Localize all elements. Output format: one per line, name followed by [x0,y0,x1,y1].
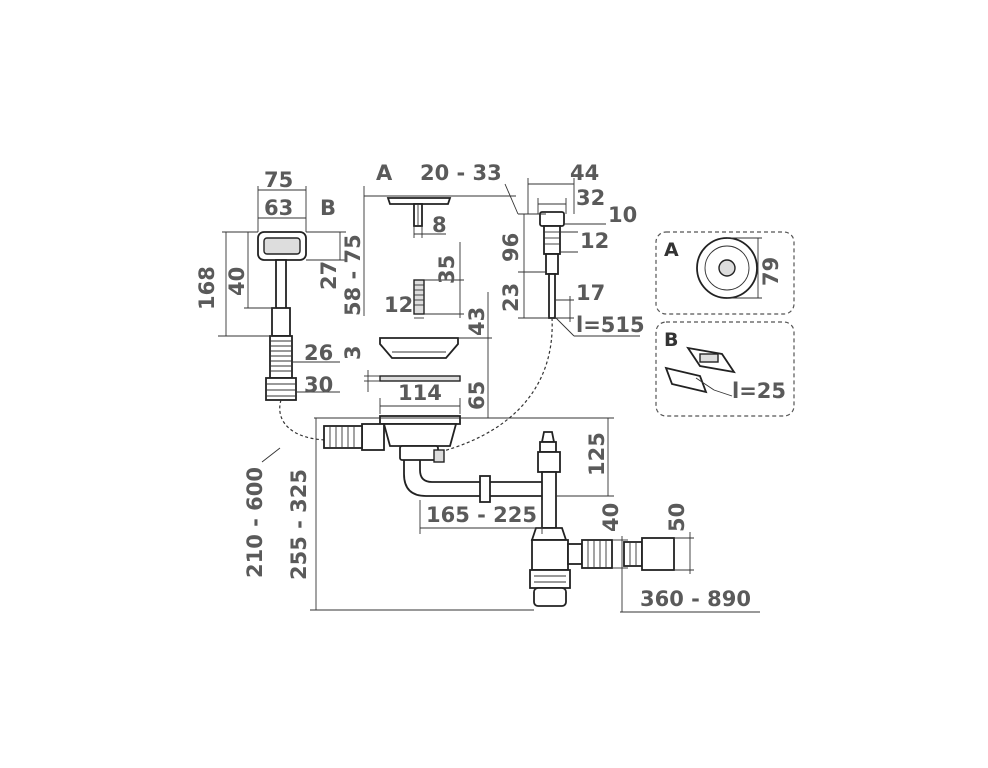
dim-20-33: 20 - 33 [420,161,502,185]
overflow-dimension-lines [218,186,346,393]
inset-b-box [655,321,795,417]
dim-32: 32 [576,186,605,210]
drain-body [379,415,461,463]
dim-17: 17 [576,281,605,305]
bottle-trap [529,539,571,607]
strainer-dimension-lines [363,186,516,418]
dim-12-right: 12 [580,229,609,253]
overflow-cover-assembly [257,231,307,401]
remote-control-knob [539,211,565,319]
dim-50: 50 [665,503,689,532]
dim-114: 114 [398,381,442,405]
trap-riser [530,431,568,541]
dim-63: 63 [264,196,293,220]
dim-35: 35 [435,255,459,284]
dim-26: 26 [304,341,333,365]
overflow-hose [279,399,331,441]
dim-65: 65 [465,381,489,410]
dim-210-600: 210 - 600 [243,467,267,578]
dim-40-right: 40 [599,503,623,532]
dim-40-left: 40 [225,267,249,296]
dim-125: 125 [585,432,609,476]
overflow-inlet [323,423,385,451]
inset-b-label: B [664,329,678,351]
dimension-labels: 75 63 B 168 40 27 58 - 75 A 20 - 33 8 35… [195,161,786,611]
remote-control-dimension-lines [504,178,640,337]
inset-a-label: A [664,239,679,261]
dim-43: 43 [465,307,489,336]
dim-75: 75 [264,168,293,192]
dim-10: 10 [608,203,637,227]
dim-23: 23 [499,283,523,312]
dim-8: 8 [432,213,447,237]
inset-a-box [655,231,795,315]
bowden-cable [439,317,553,453]
strainer-screw [413,279,425,315]
strainer-plug-assembly [386,197,452,227]
inset-b-dim-l25: l=25 [732,379,786,403]
strainer-gasket [379,375,461,382]
dim-96: 96 [499,233,523,262]
dim-44: 44 [570,161,599,185]
dim-168: 168 [195,266,219,310]
assembly-dimension-lines [261,417,760,613]
inset-a-dim-79: 79 [759,257,783,286]
dim-360-890: 360 - 890 [640,587,751,611]
dim-165-225: 165 - 225 [426,503,537,527]
dim-3: 3 [341,345,365,360]
label-a: A [376,161,393,185]
dim-58-75: 58 - 75 [341,234,365,316]
label-b: B [320,196,336,220]
dim-27: 27 [317,261,341,290]
overflow-corrugated-hose [265,335,297,401]
dim-30: 30 [304,373,333,397]
drain-elbow-pipe [403,460,546,503]
dim-l515: l=515 [576,313,645,337]
trap-outlet [567,539,613,569]
outlet-adapter [623,537,675,571]
dim-255-325: 255 - 325 [287,469,311,580]
strainer-basket [379,337,459,359]
dim-12-left: 12 [384,293,413,317]
